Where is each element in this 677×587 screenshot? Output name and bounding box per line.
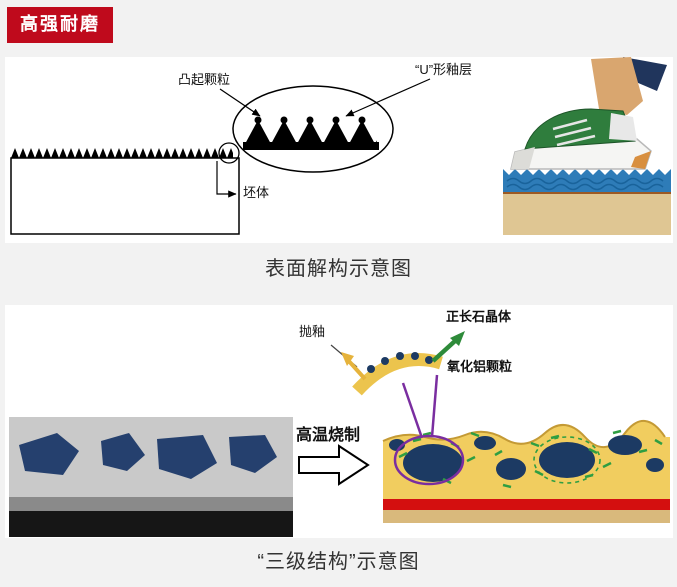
pant-hem bbox=[623, 57, 667, 91]
particle-bump bbox=[306, 116, 314, 124]
firing-arrow bbox=[298, 444, 370, 486]
red-layer bbox=[383, 499, 670, 510]
caption-surface: 表面解构示意图 bbox=[265, 258, 412, 280]
body-arrow bbox=[216, 161, 237, 198]
magnified-baseline bbox=[243, 142, 379, 150]
outsole-accent bbox=[631, 151, 651, 169]
surface-teeth bbox=[11, 148, 233, 158]
lace bbox=[552, 118, 588, 131]
navy-particle bbox=[157, 435, 217, 479]
flake-bump bbox=[425, 356, 433, 364]
base-layer bbox=[503, 193, 671, 235]
label-high-temp-firing: 高温烧制 bbox=[296, 427, 361, 444]
crystal-blob bbox=[474, 436, 496, 450]
lace bbox=[554, 126, 592, 139]
crystal-blob bbox=[496, 458, 526, 480]
tan-layer bbox=[383, 510, 670, 523]
crystal-blob bbox=[646, 458, 664, 472]
yellow-arrow bbox=[345, 357, 367, 381]
glaze-flake-callout bbox=[330, 331, 465, 486]
shoe-illustration bbox=[503, 57, 671, 235]
feature-badge: 高强耐磨 bbox=[7, 7, 113, 43]
heel-patch bbox=[609, 113, 637, 141]
label-polished-glaze: 抛釉 bbox=[299, 324, 326, 339]
fired-tile-section bbox=[382, 420, 670, 523]
navy-particle bbox=[19, 433, 79, 475]
wave-line bbox=[506, 183, 664, 191]
tile-body-sketch bbox=[10, 78, 431, 235]
zoom-source-circle bbox=[218, 142, 240, 164]
green-arrowhead bbox=[450, 331, 465, 346]
surface-diagram bbox=[10, 57, 671, 235]
flake-bump bbox=[367, 365, 375, 373]
body-rect bbox=[10, 157, 240, 235]
crystal-blob bbox=[403, 444, 463, 482]
wave-top bbox=[503, 169, 671, 175]
label-orthoclase-crystal: 正长石晶体 bbox=[446, 309, 512, 324]
purple-line bbox=[430, 374, 439, 438]
purple-circle bbox=[393, 434, 465, 486]
particle-bump bbox=[332, 116, 340, 124]
green-arrow bbox=[431, 339, 457, 363]
figure-surface-panel: 凸起颗粒 “U”形釉层 坯体 bbox=[5, 57, 673, 243]
toe-cap bbox=[511, 147, 535, 169]
label-green-body: 坯体 bbox=[243, 185, 270, 200]
structure-diagram bbox=[9, 331, 670, 537]
leg bbox=[591, 57, 643, 115]
label-alumina-particle: 氧化铝颗粒 bbox=[447, 359, 513, 374]
mid-gray-layer bbox=[9, 497, 293, 511]
yellow-arrowhead bbox=[341, 352, 354, 366]
wave-line bbox=[506, 177, 664, 185]
navy-particle bbox=[101, 433, 145, 471]
label-u-glaze-layer: “U”形釉层 bbox=[415, 62, 473, 77]
magnified-teeth bbox=[245, 120, 377, 144]
green-dashed-ring bbox=[533, 436, 601, 484]
particle-bump bbox=[280, 116, 288, 124]
raw-body-block bbox=[9, 417, 293, 537]
flake-bump bbox=[396, 352, 404, 360]
glaze-flake bbox=[352, 353, 443, 396]
green-dashes bbox=[398, 429, 663, 489]
glaze-layer bbox=[383, 420, 670, 499]
particle-bump bbox=[358, 116, 366, 124]
particle-bump bbox=[254, 116, 262, 124]
raised-particle-arrow bbox=[219, 88, 261, 117]
crystal-blob bbox=[608, 435, 642, 455]
navy-particle bbox=[229, 435, 277, 473]
purple-line bbox=[401, 382, 424, 439]
u-glaze-arrow bbox=[345, 78, 431, 117]
black-layer bbox=[9, 511, 293, 537]
figure-structure-panel: 抛釉 正长石晶体 氧化铝颗粒 高温烧制 bbox=[5, 305, 673, 538]
label-raised-particle: 凸起颗粒 bbox=[178, 72, 231, 87]
caption-structure: “三级结构”示意图 bbox=[257, 551, 420, 573]
lace bbox=[556, 134, 596, 147]
flake-bump bbox=[381, 357, 389, 365]
flake-bump bbox=[411, 352, 419, 360]
crystal-blob bbox=[539, 442, 595, 478]
